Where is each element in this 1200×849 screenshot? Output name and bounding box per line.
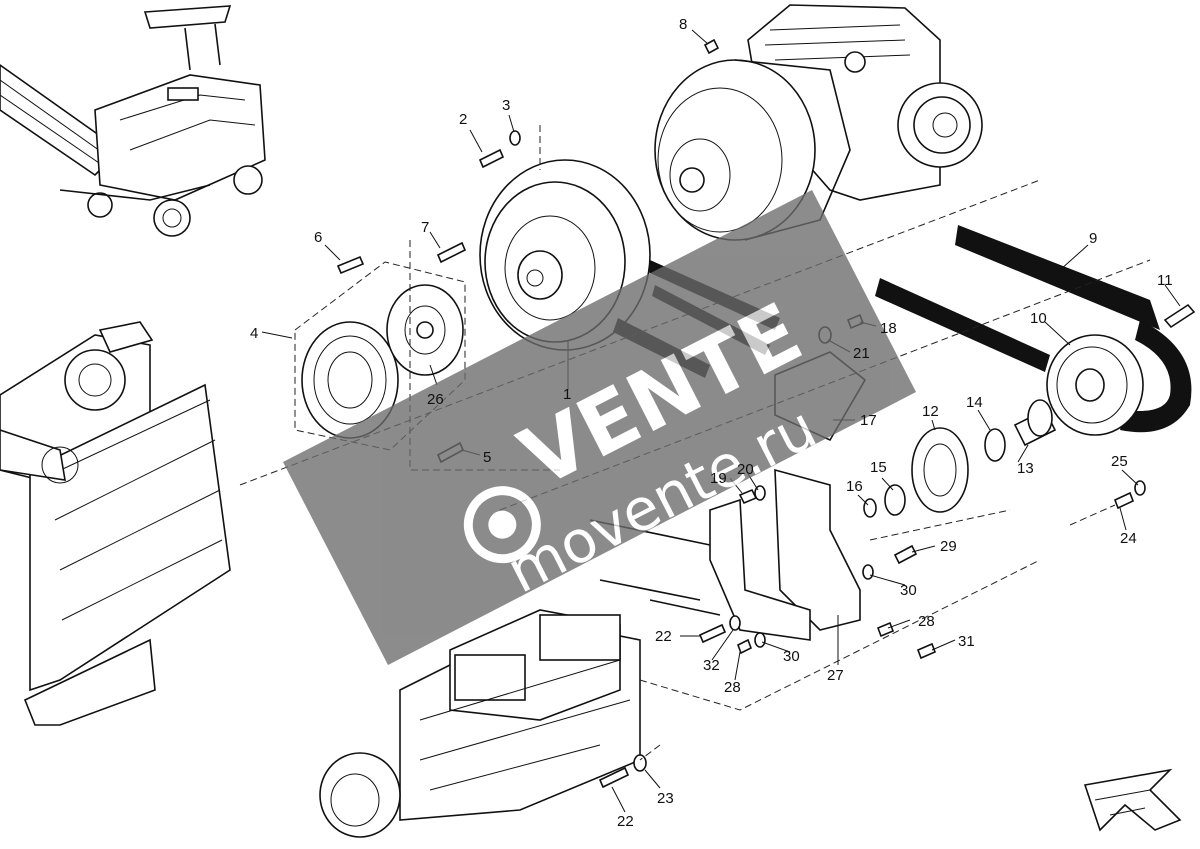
callout-16: 16 [846,478,863,495]
callout-11: 11 [1157,272,1173,289]
callout-6: 6 [314,229,322,246]
callout-19: 19 [710,470,727,487]
orientation-arrow-icon [1083,768,1182,832]
callout-14: 14 [966,394,983,411]
callout-3: 3 [502,97,510,114]
watermark-band [283,190,916,665]
callout-20: 20 [737,461,754,478]
callout-30-a: 30 [900,582,917,599]
engine-radiator-illustration [0,321,231,726]
callout-26: 26 [427,391,444,408]
callout-28-a: 28 [918,613,935,630]
callout-13: 13 [1017,460,1034,477]
callout-27: 27 [827,667,844,684]
callout-22-b: 22 [617,813,634,830]
callout-2: 2 [459,111,467,128]
callout-1: 1 [563,386,571,403]
assembly-outline-4 [294,261,466,451]
callout-labels: 1 2 3 4 5 6 7 8 9 10 11 12 13 14 15 16 1… [250,16,1173,830]
callout-8: 8 [679,16,687,33]
callout-9: 9 [1089,230,1097,247]
callout-17: 17 [860,412,877,429]
watermark-logo-icon [463,486,541,564]
callout-21: 21 [853,345,870,362]
callout-7: 7 [421,219,429,236]
callout-12: 12 [922,403,939,420]
callout-10: 10 [1030,310,1047,327]
callout-5: 5 [483,449,491,466]
callout-31: 31 [958,633,975,650]
callout-29: 29 [940,538,957,555]
callout-24: 24 [1120,530,1137,547]
pump-transfer-gearbox [654,4,983,241]
callout-30-b: 30 [783,648,800,665]
hydraulic-pump-assembly [319,609,641,838]
coupling-hub [386,284,464,376]
callout-32: 32 [703,657,720,674]
pulley-shaft [1013,399,1057,447]
callout-15: 15 [870,459,887,476]
bearing-flange [911,427,969,513]
callout-22-a: 22 [655,628,672,645]
belt-pulley [1046,334,1144,436]
seal-ring [863,428,1006,518]
callout-4: 4 [250,325,258,342]
callout-23: 23 [657,790,674,807]
machine-overview-illustration [0,5,266,237]
callout-25: 25 [1111,453,1128,470]
callout-18: 18 [880,320,897,337]
coupling-ring [301,321,399,439]
callout-28-b: 28 [724,679,741,696]
